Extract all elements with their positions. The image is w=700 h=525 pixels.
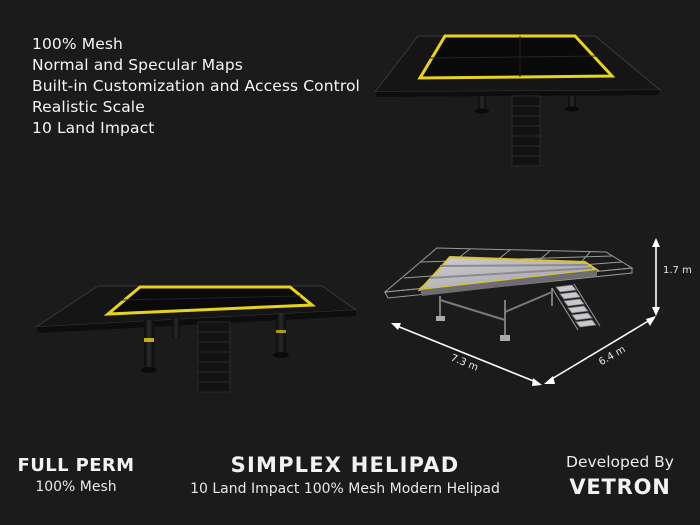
feature-item: 100% Mesh: [32, 35, 123, 53]
dimension-width-label: 6.4 m: [597, 344, 627, 368]
feature-item: Realistic Scale: [32, 98, 145, 116]
feature-item: Built-in Customization and Access Contro…: [32, 77, 360, 95]
developer-label: Developed By: [566, 453, 674, 471]
product-title: SIMPLEX HELIPAD: [230, 453, 460, 477]
feature-list: 100% Mesh Normal and Specular Maps Built…: [32, 34, 360, 139]
permission-title: FULL PERM: [17, 455, 135, 476]
helipad-render-left: [34, 285, 358, 393]
helipad-render-top: [373, 34, 662, 167]
developer-block: Developed By VETRON: [555, 452, 685, 500]
feature-item: 10 Land Impact: [32, 119, 155, 137]
helipad-render-dimensioned: 1.7 m 7.3 m 6.4 m: [383, 238, 692, 386]
dimension-height-label: 1.7 m: [663, 265, 692, 276]
permission-subtitle: 100% Mesh: [35, 479, 117, 495]
permission-block: FULL PERM 100% Mesh: [16, 455, 136, 496]
product-block: SIMPLEX HELIPAD 10 Land Impact 100% Mesh…: [170, 452, 520, 498]
dimension-length-label: 7.3 m: [449, 353, 480, 374]
feature-item: Normal and Specular Maps: [32, 56, 243, 74]
developer-name: VETRON: [569, 475, 671, 499]
product-subtitle: 10 Land Impact 100% Mesh Modern Helipad: [190, 481, 500, 497]
